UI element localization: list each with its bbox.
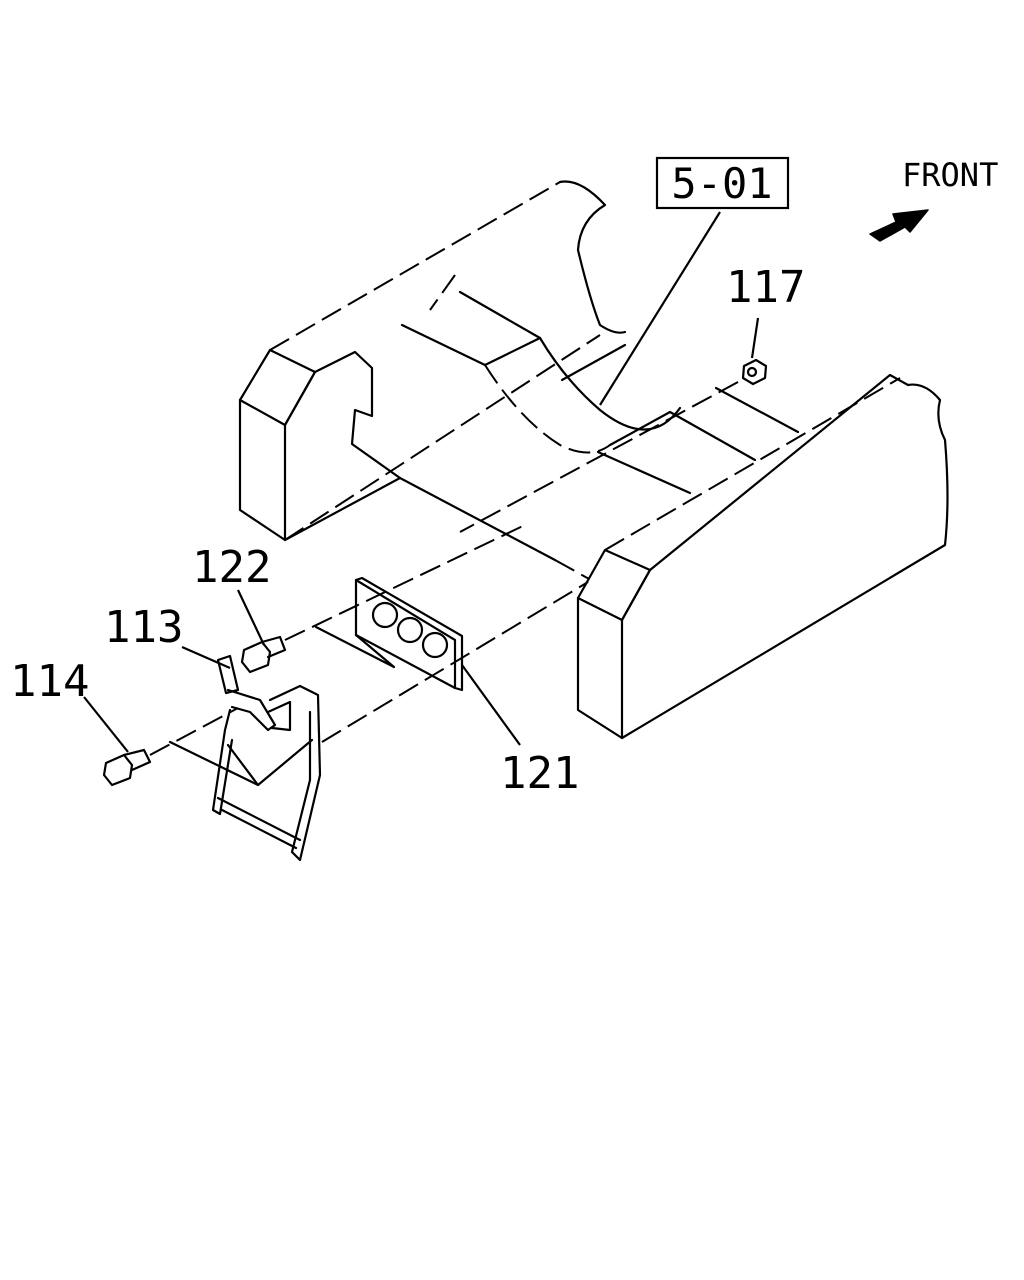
reference-box: 5-01 bbox=[655, 156, 790, 210]
part-label-114: 114 bbox=[10, 656, 89, 707]
nut-117 bbox=[459, 358, 768, 533]
part-labels: 117 122 113 114 121 bbox=[10, 262, 805, 799]
hanger-bracket bbox=[168, 654, 322, 862]
arrow-right-icon bbox=[869, 209, 929, 242]
cross-member bbox=[398, 274, 800, 586]
leader-lines bbox=[83, 211, 760, 753]
right-frame-rail bbox=[576, 373, 949, 740]
part-label-113: 113 bbox=[104, 602, 183, 653]
bolt-114 bbox=[102, 581, 589, 787]
reference-label: 5-01 bbox=[671, 159, 772, 208]
part-label-122: 122 bbox=[192, 542, 271, 593]
part-label-117: 117 bbox=[726, 262, 805, 313]
front-label: FRONT bbox=[902, 156, 998, 194]
part-label-121: 121 bbox=[500, 748, 579, 799]
bracket-plate bbox=[314, 576, 464, 692]
front-indicator: FRONT bbox=[869, 156, 998, 242]
bolt-122 bbox=[240, 524, 526, 674]
left-frame-rail bbox=[238, 180, 627, 542]
